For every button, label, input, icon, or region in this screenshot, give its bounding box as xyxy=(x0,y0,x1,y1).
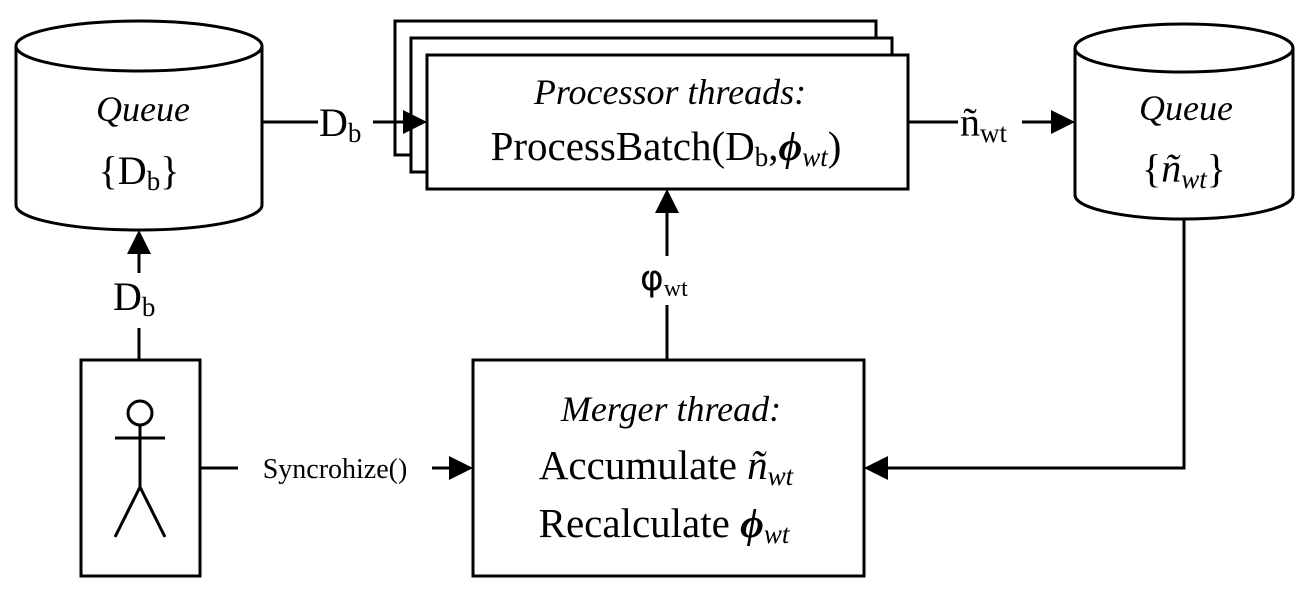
queue-in-open: {D xyxy=(99,148,147,193)
merger-thread-box: Merger thread: Accumulate ñwt Recalculat… xyxy=(471,358,866,578)
arrowhead-merger-to-processor xyxy=(655,189,679,213)
queue-out-var: ñ xyxy=(1161,146,1181,191)
edge-label-user-to-merger: Syncrohize() xyxy=(263,454,408,485)
merger-accumulate-var: ñ xyxy=(747,442,768,488)
queue-out-open: { xyxy=(1142,146,1161,191)
merger-title: Merger thread: xyxy=(560,389,781,429)
queue-out-content: {ñwt} xyxy=(1142,146,1226,194)
arrowhead-queue-to-merger xyxy=(864,456,888,480)
merger-recalculate-sub: wt xyxy=(764,519,791,549)
arrowhead-processor-to-queue xyxy=(1051,110,1075,134)
queue-out-close: } xyxy=(1207,146,1226,191)
processor-call-comma: , xyxy=(768,123,778,169)
processor-threads-stack: Processor threads: ProcessBatch(Db,ϕwt) xyxy=(393,19,910,191)
processor-call-sub1: b xyxy=(755,142,769,172)
edge-label-user-to-queue: Db xyxy=(113,274,155,322)
merger-recalculate-line: Recalculate ϕwt xyxy=(539,500,791,549)
queue-out-title: Queue xyxy=(1139,88,1233,128)
edge-queue-to-processor: Db xyxy=(262,100,427,148)
edge-merger-to-processor: φwt xyxy=(640,189,688,360)
edge-user-to-merger: Syncrohize() xyxy=(200,454,473,485)
edge-label-merger-to-processor: φwt xyxy=(640,258,688,302)
merger-recalculate-word: Recalculate xyxy=(539,500,740,546)
processor-call-sub2: wt xyxy=(802,142,829,172)
queue-in-title: Queue xyxy=(96,89,190,129)
processor-call-close: ) xyxy=(828,123,842,169)
edge-user-to-queue: Db xyxy=(113,230,155,360)
edge-label-queue-to-processor: Db xyxy=(319,100,361,148)
edge-label-processor-to-queue: ñwt xyxy=(960,100,1007,148)
edge-queue-to-merger xyxy=(864,219,1186,480)
processor-call-phi: ϕ xyxy=(779,123,803,169)
merger-accumulate-word: Accumulate xyxy=(539,442,747,488)
queue-out-cylinder: Queue {ñwt} xyxy=(1073,22,1295,221)
processor-call: ProcessBatch(Db,ϕwt) xyxy=(491,123,842,172)
queue-in-sub: b xyxy=(147,166,161,196)
merger-accumulate-line: Accumulate ñwt xyxy=(539,442,795,491)
queue-in-cylinder: Queue {Db} xyxy=(14,19,264,232)
queue-in-content: {Db} xyxy=(99,148,180,196)
queue-out-sub: wt xyxy=(1181,164,1208,194)
stick-figure-icon xyxy=(113,399,167,538)
arrowhead-queue-to-processor xyxy=(403,110,427,134)
user-actor-box xyxy=(79,358,202,578)
arrowhead-user-to-merger xyxy=(449,456,473,480)
merger-recalculate-var: ϕ xyxy=(740,500,764,546)
queue-in-close: } xyxy=(160,148,179,193)
processor-title: Processor threads: xyxy=(533,72,806,112)
merger-accumulate-sub: wt xyxy=(768,461,795,491)
edge-processor-to-queue: ñwt xyxy=(908,100,1075,148)
processor-call-prefix: ProcessBatch(D xyxy=(491,123,755,169)
arrowhead-user-to-queue xyxy=(127,230,151,254)
